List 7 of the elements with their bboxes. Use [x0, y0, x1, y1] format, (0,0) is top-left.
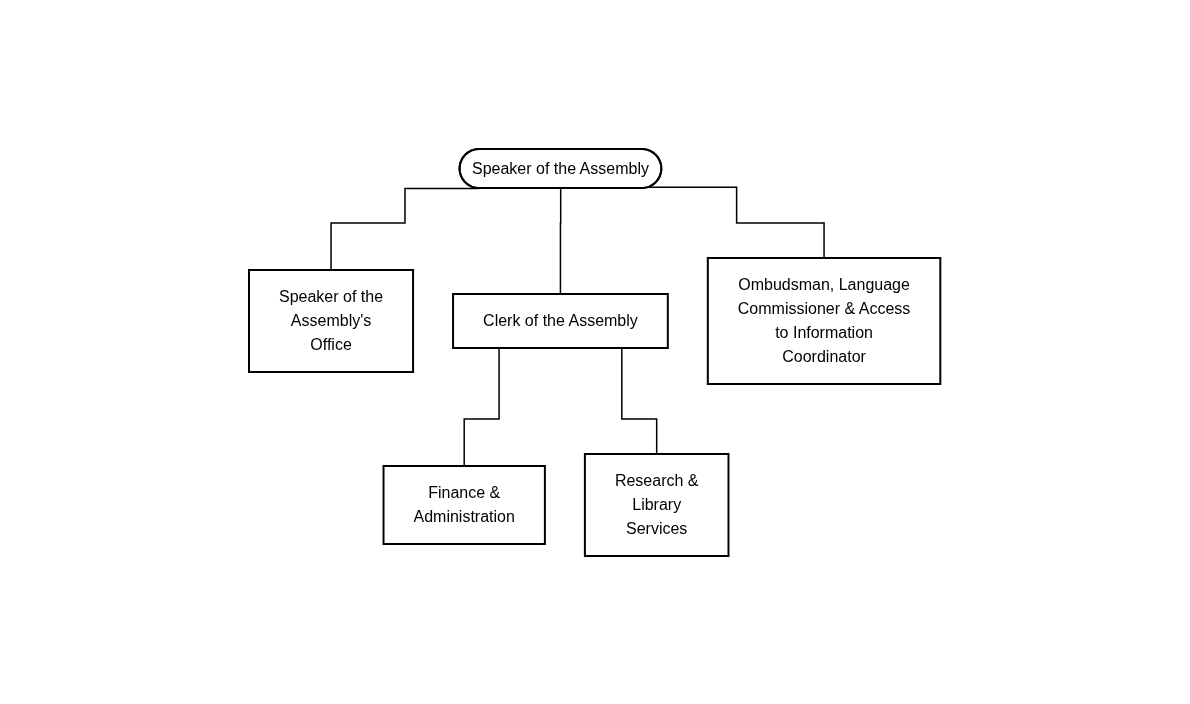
node-box: Speaker of the Assembly's Office [248, 268, 415, 373]
node-box: Research & Library Services [584, 452, 730, 557]
node-box: Finance & Administration [382, 464, 547, 545]
connector [648, 186, 826, 259]
node-box: Ombudsman, Language Commissioner & Access to Information Coordinator [707, 256, 942, 385]
connector [560, 187, 563, 295]
node-box: Clerk of the Assembly [452, 292, 670, 349]
